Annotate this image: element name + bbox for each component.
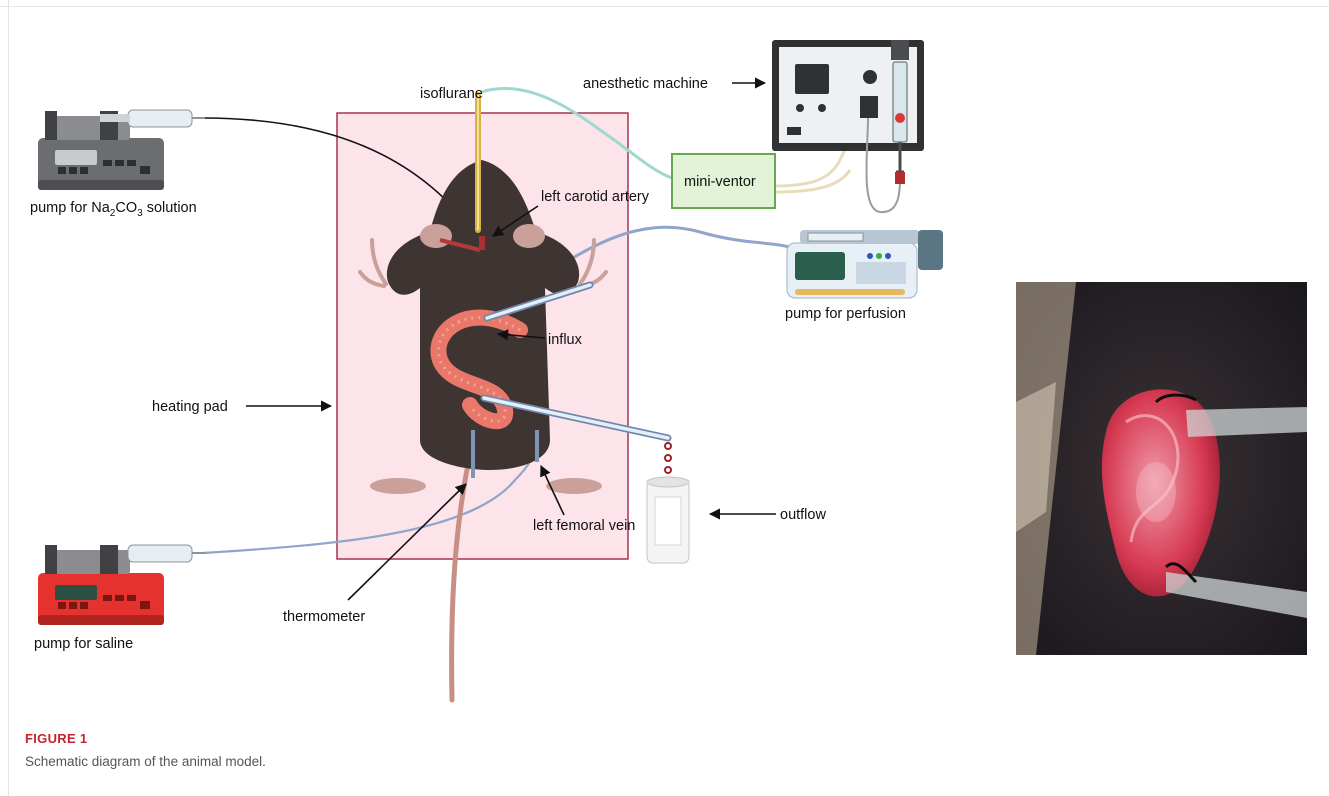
syringe-pump-gray-icon (38, 110, 205, 190)
mini-ventor-label: mini-ventor (684, 174, 756, 190)
left-carotid-artery-label: left carotid artery (541, 189, 650, 205)
collection-beaker-icon (647, 443, 689, 563)
anesthetic-machine-label: anesthetic machine (583, 76, 708, 92)
left-femoral-vein-label: left femoral vein (533, 518, 635, 534)
influx-label: influx (548, 332, 583, 348)
surgical-photo (1016, 282, 1307, 655)
figure-caption: Schematic diagram of the animal model. (25, 754, 266, 769)
isoflurane-label: isoflurane (420, 86, 483, 102)
pump-na2co3-label: pump for Na2CO3 solution (30, 200, 197, 219)
pump-saline-label: pump for saline (34, 636, 133, 652)
heating-pad-label: heating pad (152, 399, 228, 415)
perfusion-pump-icon (787, 230, 943, 298)
pump-perfusion-label: pump for perfusion (785, 306, 906, 322)
figure-label: FIGURE 1 (25, 731, 87, 746)
thermometer-label: thermometer (283, 609, 365, 625)
syringe-pump-red-icon (38, 545, 205, 625)
outflow-label: outflow (780, 507, 826, 523)
